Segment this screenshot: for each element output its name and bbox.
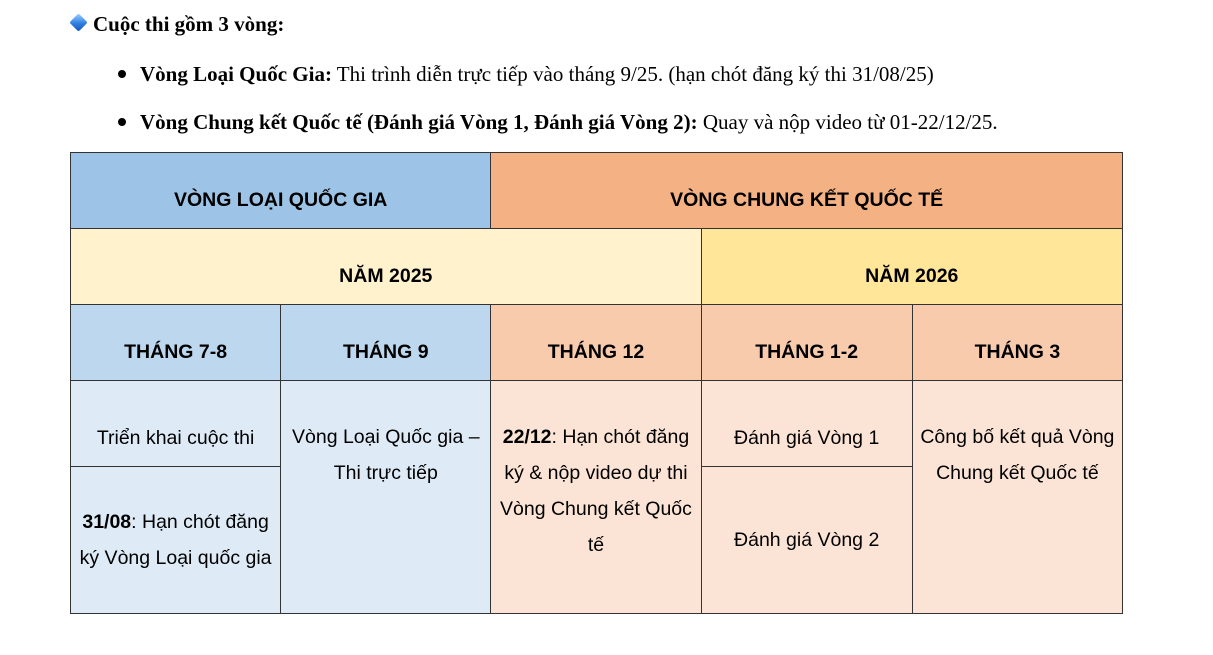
round-list: Vòng Loại Quốc Gia: Thi trình diễn trực … [118,58,998,154]
month-12-cell: THÁNG 12 [490,304,702,381]
stage-national-cell: VÒNG LOẠI QUỐC GIA [69,152,492,229]
stage-row: VÒNG LOẠI QUỐC GIA VÒNG CHUNG KẾT QUỐC T… [69,152,1123,229]
round-text: Thi trình diễn trực tiếp vào tháng 9/25.… [331,62,934,86]
submission-deadline-cell: 22/12: Hạn chót đăng ký & nộp video dự t… [490,380,702,614]
list-item: Vòng Chung kết Quốc tế (Đánh giá Vòng 1,… [118,106,998,154]
list-item: Vòng Loại Quốc Gia: Thi trình diễn trực … [118,58,998,106]
month-row: THÁNG 7-8 THÁNG 9 THÁNG 12 THÁNG 1-2 THÁ… [69,304,1124,381]
evaluation-round-1-cell: Đánh giá Vòng 1 [700,380,913,467]
month-9-cell: THÁNG 9 [280,304,492,381]
month-3-cell: THÁNG 3 [911,304,1124,381]
month-1-2-cell: THÁNG 1-2 [700,304,913,381]
schedule-table: VÒNG LOẠI QUỐC GIA VÒNG CHUNG KẾT QUỐC T… [69,152,1124,614]
bullet-icon [118,118,126,126]
round-text: Quay và nộp video từ 01-22/12/25. [697,110,998,134]
registration-deadline-cell: 31/08: Hạn chót đăng ký Vòng Loại quốc g… [69,466,282,614]
results-announcement-cell: Công bố kết quả Vòng Chung kết Quốc tế [911,380,1124,614]
deadline-text: : Hạn chót đăng ký & nộp video dự thi Vò… [500,426,692,556]
evaluation-round-2-cell: Đánh giá Vòng 2 [700,466,913,614]
year-2026-cell: NĂM 2026 [700,228,1124,305]
table-row: Triển khai cuộc thi Vòng Loại Quốc gia –… [69,380,1124,614]
deadline-date: 22/12 [502,426,552,448]
round-label: Vòng Loại Quốc Gia: [140,62,332,86]
month-7-8-cell: THÁNG 7-8 [69,304,282,381]
diamond-icon [69,13,88,32]
intro-heading: Cuộc thi gồm 3 vòng: [69,12,285,37]
bullet-icon [118,70,126,78]
year-2025-cell: NĂM 2025 [70,228,702,305]
year-row: NĂM 2025 NĂM 2026 [70,228,1124,305]
national-round-cell: Vòng Loại Quốc gia – Thi trực tiếp [280,380,492,614]
round-label: Vòng Chung kết Quốc tế (Đánh giá Vòng 1,… [140,110,698,134]
stage-international-cell: VÒNG CHUNG KẾT QUỐC TẾ [490,152,1123,229]
intro-title: Cuộc thi gồm 3 vòng: [93,12,285,36]
launch-cell: Triển khai cuộc thi [69,380,282,467]
table-row: 31/08: Hạn chót đăng ký Vòng Loại quốc g… [69,466,1123,614]
deadline-date: 31/08 [82,511,132,533]
deadline-text: : Hạn chót đăng ký Vòng Loại quốc gia [79,511,272,569]
